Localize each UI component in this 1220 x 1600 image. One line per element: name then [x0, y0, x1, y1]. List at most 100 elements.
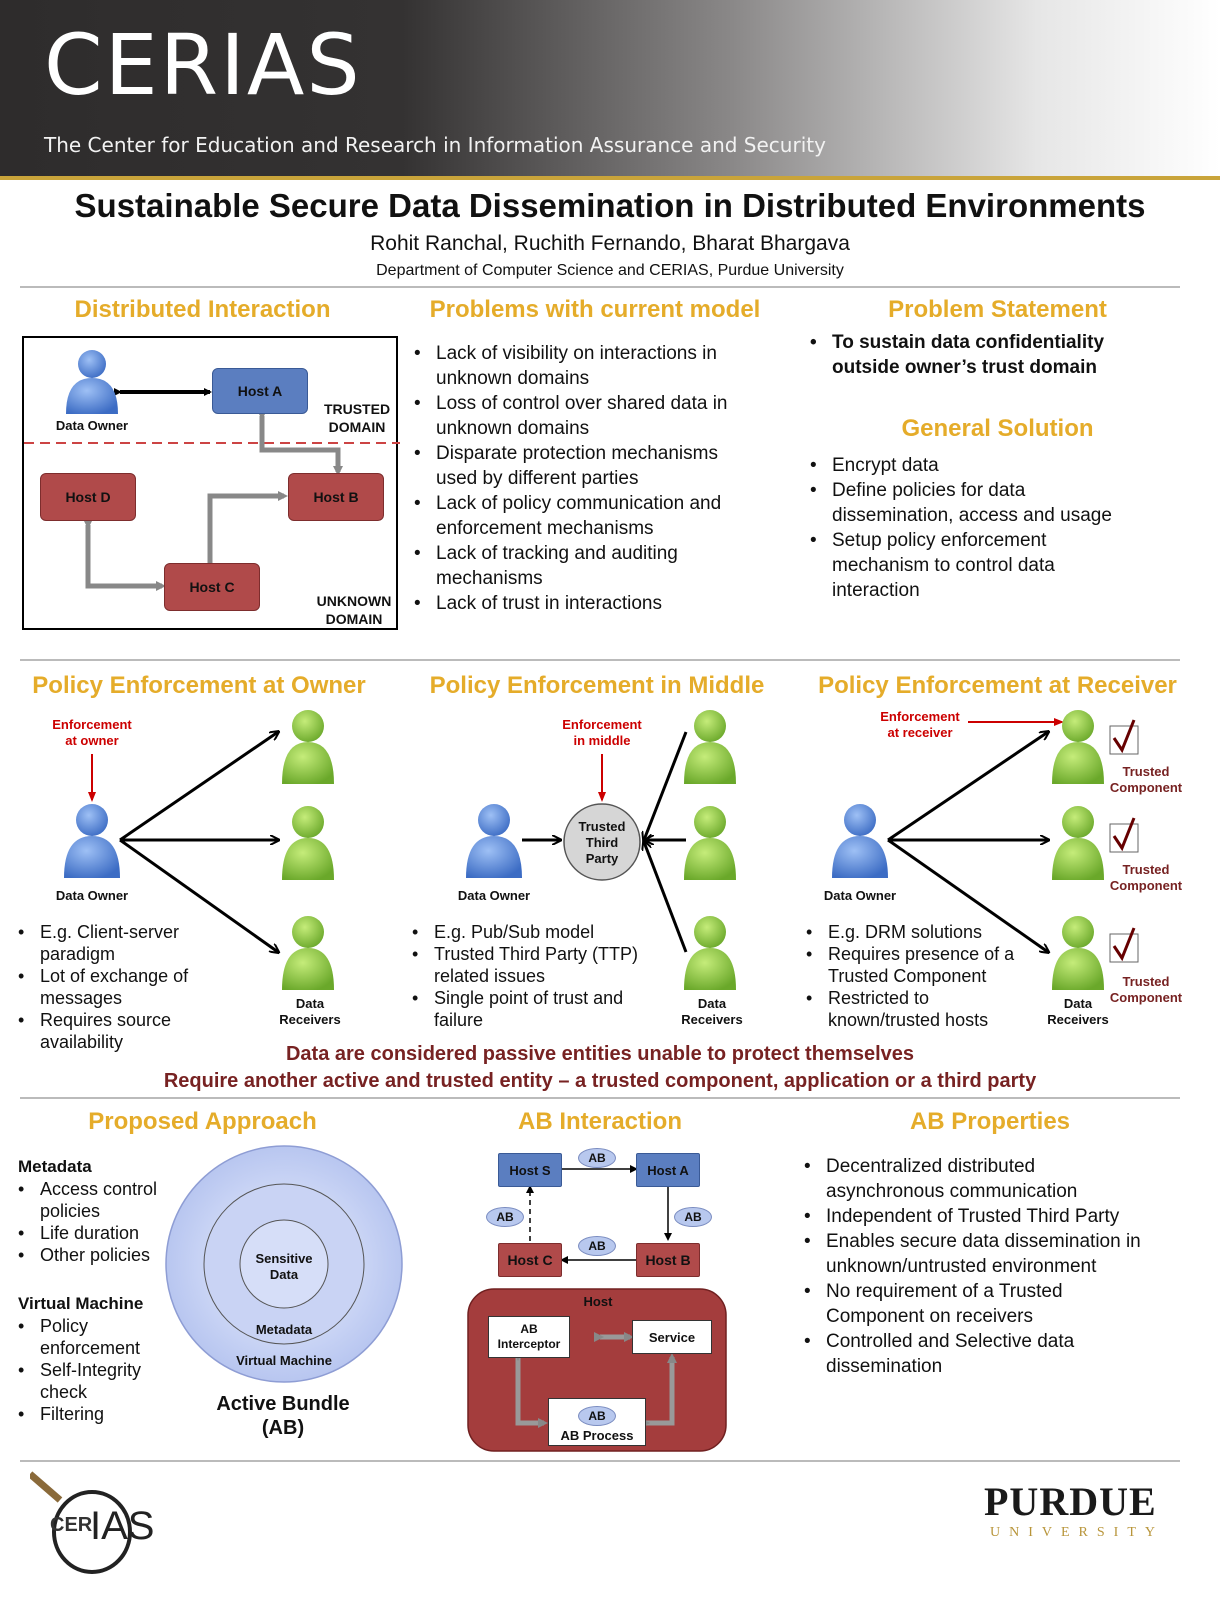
passive-statement-2: Require another active and trusted entit… — [163, 1070, 1037, 1092]
heading-ab-interaction: AB Interaction — [517, 1108, 682, 1135]
list-item: Controlled and Selective datadisseminati… — [800, 1329, 1200, 1379]
receiver-icon — [1052, 916, 1104, 990]
logo-text-b: IAS — [90, 1504, 155, 1548]
heading-distributed-interaction: Distributed Interaction — [74, 296, 331, 323]
ab-pill: AB — [578, 1148, 616, 1168]
heading-general-solution: General Solution — [901, 415, 1094, 442]
header-banner: CERIAS The Center for Education and Rese… — [0, 0, 1220, 176]
list-item: Other policies — [14, 1244, 174, 1266]
receiver-icon — [282, 916, 334, 990]
header-divider — [0, 176, 1220, 180]
data-owner-label: Data Owner — [457, 888, 531, 903]
list-item: Lack of policy communication andenforcem… — [410, 491, 790, 541]
metadata-heading: Metadata — [18, 1157, 92, 1176]
list-item: Enables secure data dissemination inunkn… — [800, 1229, 1200, 1279]
host-d: Host D — [40, 473, 136, 521]
metadata-ring-label: Metadata — [255, 1322, 313, 1337]
list-item: E.g. DRM solutions — [802, 921, 1042, 943]
university-wordmark: UNIVERSITY — [990, 1525, 1164, 1540]
pe-owner-diagram — [64, 710, 334, 990]
receiver-icon — [684, 916, 736, 990]
heading-problems: Problems with current model — [429, 296, 761, 323]
receiver-icon — [282, 806, 334, 880]
ab-pill: AB — [674, 1207, 712, 1227]
purdue-wordmark: PURDUE — [984, 1479, 1157, 1524]
divider — [20, 659, 1180, 661]
receiver-icon — [684, 710, 736, 784]
data-owner-icon — [66, 350, 118, 414]
receiver-icon — [684, 806, 736, 880]
pe-receiver-diagram — [832, 710, 1139, 990]
pe-middle-list: E.g. Pub/Sub model Trusted Third Party (… — [408, 921, 668, 1031]
list-item: Loss of control over shared data inunkno… — [410, 391, 790, 441]
ab-pill: AB — [578, 1406, 616, 1426]
list-item: Encrypt data — [806, 453, 1186, 478]
list-item: Trusted Third Party (TTP)related issues — [408, 943, 668, 987]
data-owner-icon — [466, 804, 522, 878]
data-owner-label: Data Owner — [823, 888, 897, 903]
active-bundle-rings — [165, 1145, 403, 1383]
pe-middle-diagram — [466, 710, 736, 990]
list-item: Filtering — [14, 1403, 174, 1425]
data-owner-icon — [832, 804, 888, 878]
brand-title: CERIAS — [44, 16, 362, 114]
vm-ring-label: Virtual Machine — [236, 1353, 332, 1368]
heading-ab-properties: AB Properties — [909, 1108, 1071, 1135]
receiver-icon — [1052, 710, 1104, 784]
heading-pe-middle: Policy Enforcement in Middle — [429, 672, 765, 699]
receiver-icon — [1052, 806, 1104, 880]
divider — [20, 286, 1180, 288]
checkbox-icon — [1109, 719, 1139, 755]
ab-host-b: Host B — [636, 1243, 700, 1277]
purdue-logo: PURDUE UNIVERSITY — [984, 1478, 1174, 1548]
ab-host-a: Host A — [636, 1153, 700, 1187]
problems-list: Lack of visibility on interactions inunk… — [410, 341, 790, 616]
brand-tagline: The Center for Education and Research in… — [44, 133, 826, 157]
host-b: Host B — [288, 473, 384, 521]
magnifier-icon — [30, 1471, 132, 1574]
list-item: Life duration — [14, 1222, 174, 1244]
host-c: Host C — [164, 563, 260, 611]
poster-affiliation: Department of Computer Science and CERIA… — [376, 262, 844, 279]
trusted-third-party-node — [563, 803, 641, 881]
active-bundle-label: Active Bundle(AB) — [216, 1393, 350, 1439]
checkbox-icon — [1109, 817, 1139, 853]
distributed-interaction-diagram: Data Owner Host A Host B Host C Host D T… — [22, 336, 400, 630]
divider — [20, 1460, 1180, 1462]
passive-statement-1: Data are considered passive entities una… — [285, 1043, 914, 1065]
list-item: E.g. Pub/Sub model — [408, 921, 668, 943]
list-item: Independent of Trusted Third Party — [800, 1204, 1200, 1229]
data-owner-label: Data Owner — [55, 418, 129, 433]
heading-pe-owner: Policy Enforcement at Owner — [32, 672, 366, 699]
service-box: Service — [632, 1320, 712, 1354]
